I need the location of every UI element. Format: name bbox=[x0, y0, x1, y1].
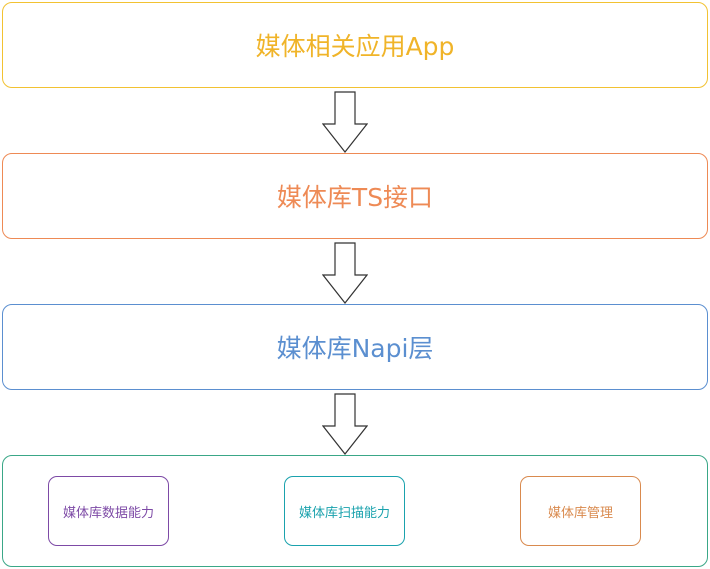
data-capability-label: 媒体库数据能力 bbox=[62, 505, 154, 521]
media-app-layer: 媒体相关应用App bbox=[2, 2, 708, 88]
down-arrow-icon bbox=[322, 393, 368, 455]
management-module: 媒体库管理 bbox=[520, 476, 641, 546]
scan-capability-module: 媒体库扫描能力 bbox=[284, 476, 405, 546]
media-app-layer-label: 媒体相关应用App bbox=[255, 32, 455, 61]
ts-interface-layer-label: 媒体库TS接口 bbox=[276, 183, 434, 212]
napi-layer: 媒体库Napi层 bbox=[2, 304, 708, 390]
ts-interface-layer: 媒体库TS接口 bbox=[2, 153, 708, 239]
napi-layer-label: 媒体库Napi层 bbox=[276, 334, 434, 363]
down-arrow-icon bbox=[322, 242, 368, 304]
scan-capability-label: 媒体库扫描能力 bbox=[298, 505, 390, 521]
data-capability-module: 媒体库数据能力 bbox=[48, 476, 169, 546]
management-label: 媒体库管理 bbox=[547, 505, 613, 521]
down-arrow-icon bbox=[322, 91, 368, 153]
